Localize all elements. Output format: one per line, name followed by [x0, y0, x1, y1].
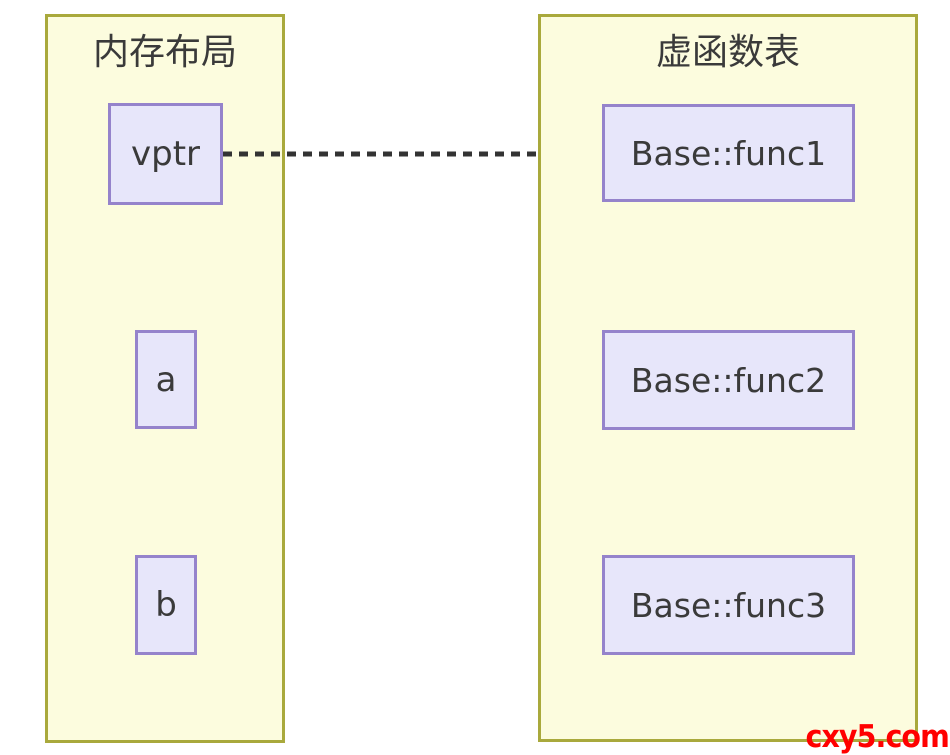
vtable-entry-func2: Base::func2	[602, 330, 855, 430]
vtable-entry-func3: Base::func3	[602, 555, 855, 655]
vptr-cell-label: vptr	[130, 134, 200, 174]
member-b-cell: b	[135, 555, 197, 655]
vptr-cell: vptr	[108, 103, 223, 205]
vtable-panel-title: 虚函数表	[655, 32, 800, 73]
vtable-entry-func1: Base::func1	[602, 104, 855, 202]
member-a-cell: a	[135, 330, 197, 429]
vtable-entry-func3-label: Base::func3	[630, 585, 827, 625]
memory-layout-panel: 内存布局 vptr a b	[45, 14, 285, 743]
memory-panel-title: 内存布局	[92, 32, 237, 73]
vtable-panel: 虚函数表 Base::func1 Base::func2 Base::func3	[538, 14, 918, 742]
vtable-entry-func2-label: Base::func2	[630, 360, 827, 400]
member-a-cell-label: a	[155, 359, 177, 400]
watermark: cxy5.com	[805, 719, 950, 755]
vtable-entry-func1-label: Base::func1	[630, 133, 827, 173]
member-b-cell-label: b	[155, 585, 177, 625]
